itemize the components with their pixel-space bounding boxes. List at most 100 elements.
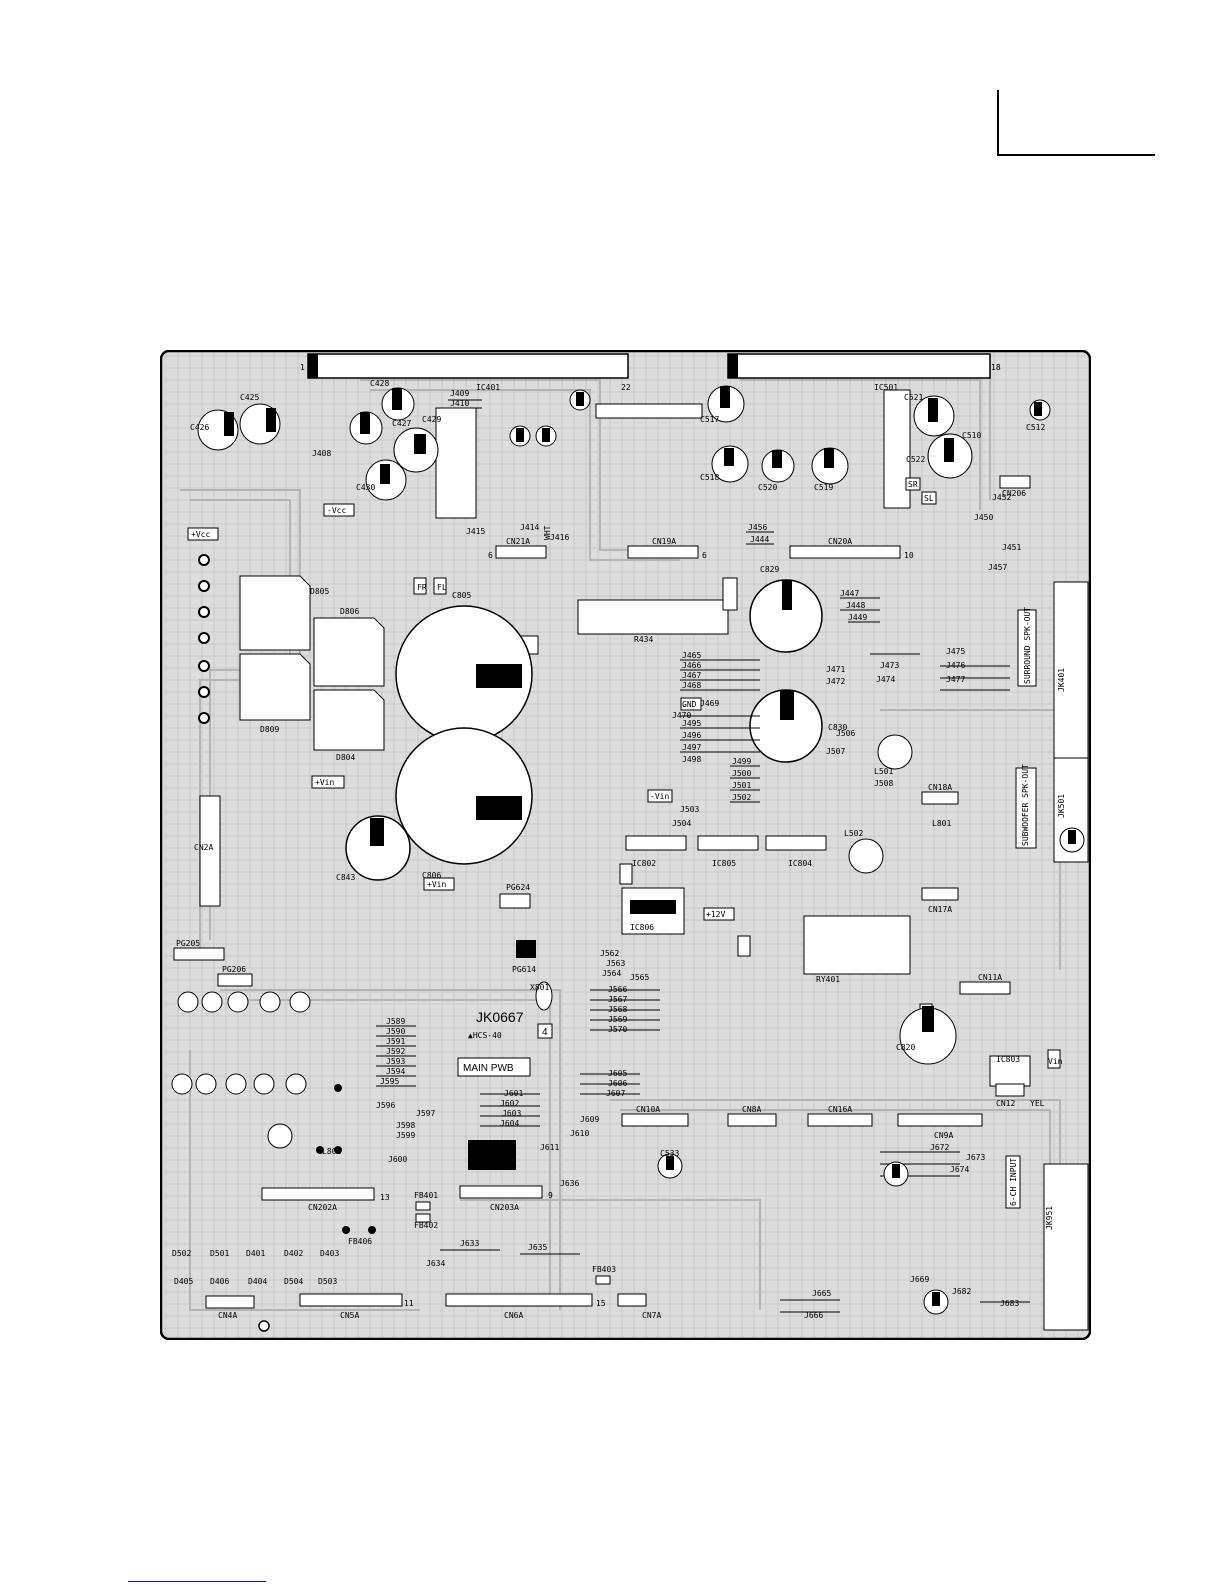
pg206-label: PG206 (222, 965, 246, 974)
cap-c426: C426 (190, 423, 209, 432)
cn5a-label: CN5A (340, 1311, 359, 1320)
jumper-j602: J602 (500, 1099, 519, 1108)
cn203a-label: CN203A (490, 1203, 519, 1212)
board-part-number: JK0667 (476, 1009, 524, 1025)
jumper-j468: J468 (682, 681, 701, 690)
cap-c829-label: C829 (760, 565, 779, 574)
jumper-j454: J451 (1002, 543, 1021, 552)
cn5a-pin: 11 (404, 1299, 414, 1308)
jumper-j669: J669 (910, 1275, 929, 1284)
cap-c521: C521 (904, 393, 923, 402)
ic401-pin1-marker (308, 354, 318, 378)
jumper-j477: J477 (946, 675, 965, 684)
cert-mark: ▲HCS-40 (468, 1031, 502, 1040)
diode-d404: D404 (248, 1277, 267, 1286)
bridge-diode-blocks (239, 575, 385, 751)
jumper-j500: J500 (732, 769, 751, 778)
jumper-j570: J570 (608, 1025, 627, 1034)
diode-d501: D501 (210, 1249, 229, 1258)
cn16a-label: CN16A (828, 1105, 852, 1114)
jumper-j415: J415 (466, 527, 485, 536)
signal-gnd: GND (682, 700, 697, 709)
diode-d806: D806 (340, 607, 359, 616)
signal-vin-pos: +Vin (315, 778, 334, 787)
cn202a-pin: 13 (380, 1193, 390, 1202)
jumper-j589: J589 (386, 1017, 405, 1026)
ic501-end-pin: 18 (991, 363, 1001, 372)
cn6a-pin: 15 (596, 1299, 606, 1308)
wire-points (198, 554, 210, 724)
diode-d809: D809 (260, 725, 279, 734)
jumper-j502: J502 (732, 793, 751, 802)
ic501-pin1-marker (728, 354, 738, 378)
jumper-j506: J506 (836, 729, 855, 738)
jumper-j448: J447 (840, 589, 859, 598)
jumper-j497: J497 (682, 743, 701, 752)
diode-d504: D504 (284, 1277, 303, 1286)
ic401-end-pin: 22 (621, 383, 631, 392)
jumper-j416: J416 (550, 533, 569, 542)
l501-label: L501 (874, 767, 893, 776)
cn202a-label: CN202A (308, 1203, 337, 1212)
jumper-j606: J606 (608, 1079, 627, 1088)
jumper-j475: J475 (946, 647, 965, 656)
six-ch-box (1005, 1155, 1021, 1209)
cap-c430: C430 (356, 483, 375, 492)
jumper-j444: J456 (748, 523, 767, 532)
ic805-label: IC805 (712, 859, 736, 868)
jumper-j609: J609 (580, 1115, 599, 1124)
cn21a-label: CN21A (506, 537, 530, 546)
low-left-caps (171, 991, 311, 1149)
jumper-j600: J600 (388, 1155, 407, 1164)
jumper-j597: J597 (416, 1109, 435, 1118)
jumper-j564: J564 (602, 969, 621, 978)
fb406-label: FB406 (348, 1237, 372, 1246)
signal-vin: Vin (1048, 1057, 1063, 1066)
cap-c520: C520 (758, 483, 777, 492)
bottom-led-row: D502 D501 D401 D402 D403 D405 D406 D404 … (172, 1249, 339, 1286)
jack-jk401 (1053, 581, 1089, 759)
relay-ry401 (803, 915, 911, 975)
inductor-l501 (877, 734, 913, 770)
corner-mark-horizontal-line (997, 154, 1155, 156)
ic803-label: IC803 (996, 1055, 1020, 1064)
jumper-j410: J410 (450, 399, 469, 408)
jumper-j414: J414 (520, 523, 539, 532)
jumper-j474: J474 (876, 675, 895, 684)
cap-c830-label: C830 (828, 723, 847, 732)
jumper-j683: J683 (1000, 1299, 1019, 1308)
pcb-svg: 1 22 18 IC401 IC501 R434 C426 C425 C428 … (160, 350, 1091, 1340)
jumper-j604: J604 (500, 1119, 519, 1128)
footer-link-underline (128, 1581, 266, 1582)
cap-c427: C427 (392, 419, 411, 428)
corner-pin-label: 1 (300, 363, 305, 372)
l802-label: L802 (322, 1147, 341, 1156)
cn206-label: CN206 (1002, 489, 1026, 498)
jk951-label: JK951 (1045, 1206, 1054, 1230)
cap-c510: C510 (962, 431, 981, 440)
cap-c428: C428 (370, 379, 389, 388)
jumper-j501: J501 (732, 781, 751, 790)
jumper-j601: J601 (504, 1089, 523, 1098)
r434-label: R434 (634, 635, 653, 644)
cap-c843-stripe (370, 818, 384, 846)
cap-c522: C522 (906, 455, 925, 464)
jumper-j465: J465 (682, 651, 701, 660)
signal-sr: SR (908, 480, 918, 489)
jumper-j409: J409 (450, 389, 469, 398)
surround-label: SURROUND SPK-OUT (1023, 607, 1032, 684)
cn9a-label: CN9A (934, 1131, 953, 1140)
ic401-body (435, 407, 477, 519)
r434-body (577, 599, 729, 635)
jumper-j682: J682 (952, 1287, 971, 1296)
jumper-j445: J444 (750, 535, 769, 544)
ic401-label: IC401 (476, 383, 500, 392)
cn20a-pin: 10 (904, 551, 914, 560)
main-pwb-title: MAIN PWB (463, 1063, 514, 1074)
pg205-label: PG205 (176, 939, 200, 948)
diode-d805: D805 (310, 587, 329, 596)
cn18a-label: CN18A (928, 783, 952, 792)
cn19a-pin: 6 (702, 551, 707, 560)
cap-c829-stripe (782, 580, 792, 610)
cn12-label: CN12 (996, 1099, 1015, 1108)
